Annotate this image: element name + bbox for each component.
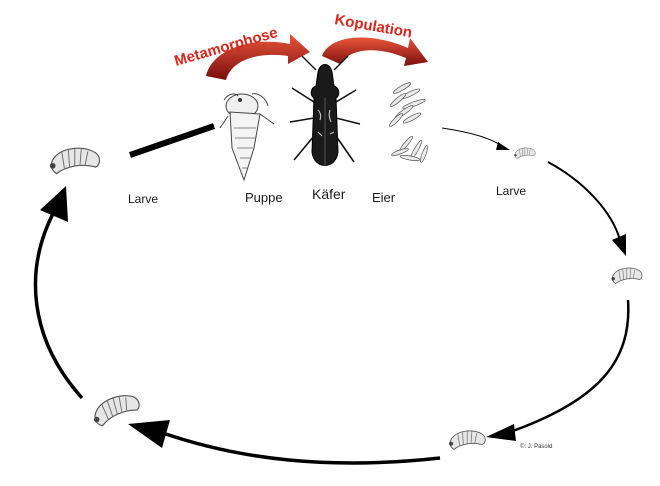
eggs-icon [388, 81, 429, 163]
arrow-pupa-to-larva [130, 126, 214, 155]
larva-label-right: Larve [496, 184, 526, 198]
arrow-bottom [160, 432, 440, 463]
pupa-icon [220, 94, 274, 180]
arrow-eggs-to-larva [442, 128, 505, 148]
copulation-label: Kopulation [333, 11, 413, 41]
arrow-right-lower [510, 300, 628, 432]
larva-label-left: Larve [128, 192, 158, 206]
copulation-arrow [322, 38, 428, 66]
beetle-label: Käfer [312, 186, 345, 202]
larva-icon [50, 148, 100, 174]
cycle-arrows [35, 126, 628, 463]
eggs-label: Eier [372, 190, 395, 205]
credit-text: ©: J. Pasold [520, 444, 552, 450]
larva-icon [514, 148, 535, 159]
beetle-icon [290, 56, 360, 166]
pupa-label: Puppe [245, 190, 283, 205]
arrow-right-upper [548, 162, 620, 240]
larva-icon [90, 391, 143, 428]
larva-icon [449, 430, 485, 449]
larva-icon [611, 268, 642, 284]
arrow-left [35, 208, 82, 398]
